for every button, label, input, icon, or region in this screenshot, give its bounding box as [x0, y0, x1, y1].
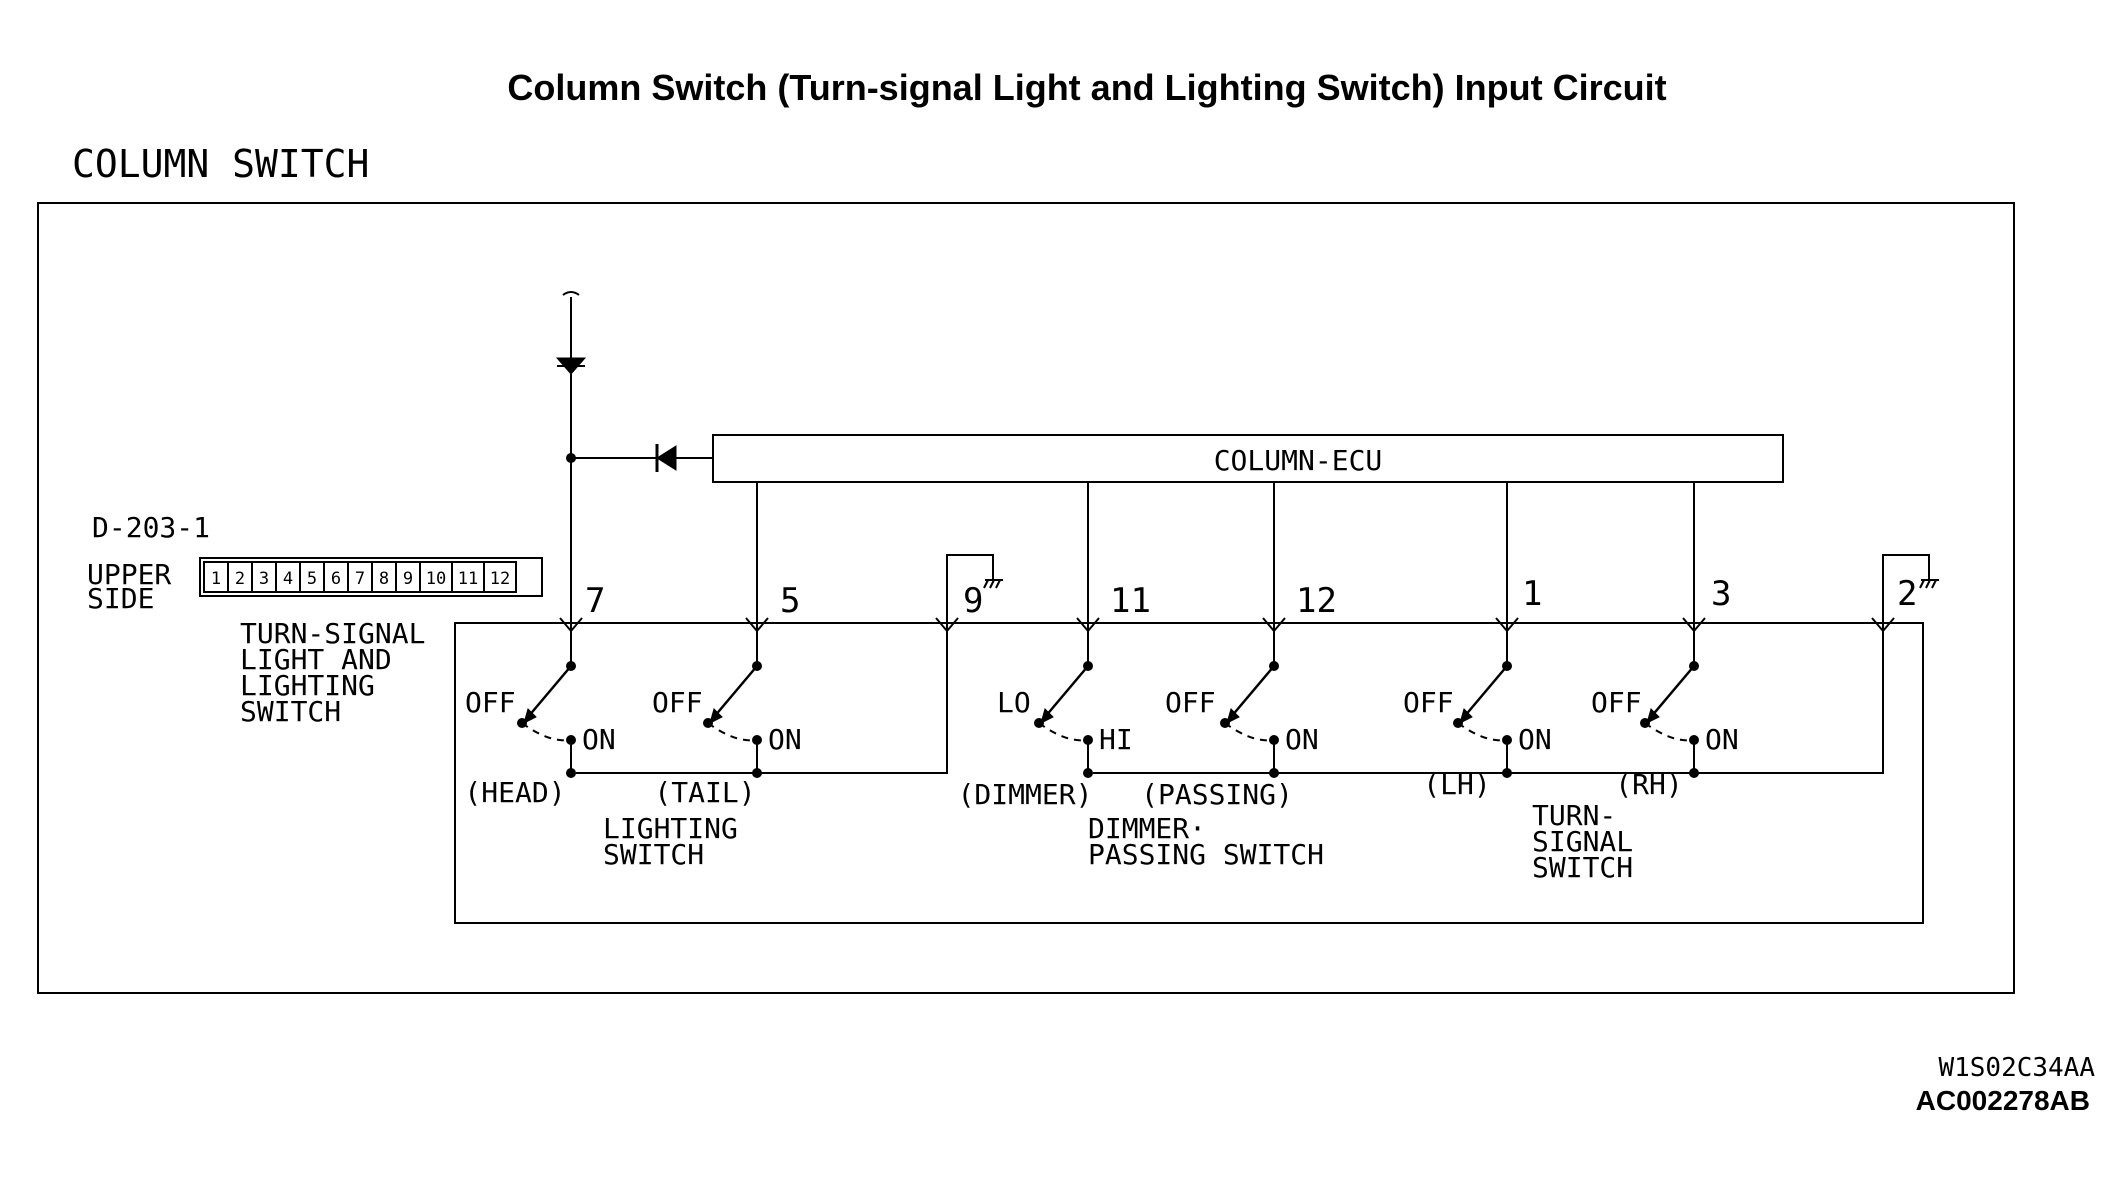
terminal-number: 7	[585, 581, 605, 621]
connector-pin-label: 7	[355, 569, 365, 589]
switch-travel-arc	[1644, 722, 1695, 742]
switch-on-label: ON	[1705, 723, 1739, 756]
switch-blade-arrow	[523, 708, 537, 724]
turn-group-line1: TURN-	[1532, 799, 1616, 832]
switch-on-label: HI	[1099, 723, 1133, 756]
switch-blade	[1230, 665, 1275, 718]
dimmer-group-line1: DIMMER·	[1088, 812, 1206, 845]
turn-group-line2: SIGNAL	[1532, 825, 1633, 858]
connector-pin-label: 9	[403, 569, 413, 589]
diagram-title: Column Switch (Turn-signal Light and Lig…	[507, 67, 1666, 108]
column-switch-frame	[37, 202, 2015, 994]
assembly-label-line2: LIGHT AND	[240, 643, 392, 676]
terminal-number: 3	[1711, 574, 1731, 614]
switch-blade-arrow	[1646, 708, 1660, 724]
terminal-number: 1	[1522, 574, 1542, 614]
bus-junction-dot	[566, 768, 576, 778]
terminal-number: 12	[1296, 581, 1337, 621]
switch-blade	[1463, 665, 1508, 718]
switches: OFF ON (HEAD) OFF ON (TAIL) LO HI(DIMMER) OFF ON (…	[464, 642, 1739, 811]
switch-blade-arrow	[1226, 708, 1240, 724]
switch-blade	[713, 665, 758, 718]
diode-icon	[656, 445, 677, 471]
connector-pin-label: 10	[426, 569, 446, 589]
turn-group-line3: SWITCH	[1532, 851, 1633, 884]
connector-pin-label: 8	[379, 569, 389, 589]
switch-off-label: OFF	[1591, 686, 1642, 719]
ground-icon-pin9	[983, 579, 1003, 589]
connector-pin-label: 5	[307, 569, 317, 589]
connector-pin-label: 6	[331, 569, 341, 589]
terminal-number: 5	[780, 581, 800, 621]
switch-blade	[527, 665, 572, 718]
switch-off-label: OFF	[1165, 686, 1216, 719]
connector-id: D-203-1	[92, 511, 210, 544]
lighting-group-line1: LIGHTING	[603, 812, 738, 845]
drawing-code: W1S02C34AA	[1938, 1053, 2095, 1083]
switch-off-label: OFF	[1403, 686, 1454, 719]
terminal-number: 9	[963, 581, 983, 621]
connector-outline	[199, 557, 543, 597]
switch-travel-arc	[521, 722, 572, 742]
section-label: COLUMN SWITCH	[72, 142, 369, 186]
switch-name-label: (PASSING)	[1141, 778, 1293, 811]
switch-assembly-box	[454, 622, 1924, 924]
figure-code: AC002278AB	[1916, 1085, 2090, 1116]
ground-icon-pin2	[1919, 579, 1939, 589]
switch-blade-arrow	[1459, 708, 1473, 724]
switch-on-label: ON	[1518, 723, 1552, 756]
turn-dimmer-return-bus	[1093, 639, 1884, 774]
switch-travel-arc	[1038, 722, 1089, 742]
switch-off-label: LO	[997, 686, 1031, 719]
switch-blade-arrow	[709, 708, 723, 724]
lighting-group-line2: SWITCH	[603, 838, 704, 871]
dimmer-group-line2: PASSING SWITCH	[1088, 838, 1324, 871]
ground-wire-pin2	[1882, 554, 1930, 615]
switch-blade-arrow	[1040, 708, 1054, 724]
switch-on-label: ON	[768, 723, 802, 756]
terminal-number: 11	[1110, 581, 1151, 621]
power-break-mark	[562, 291, 580, 296]
connector-pin-label: 3	[259, 569, 269, 589]
connector-pin-label: 1	[211, 569, 221, 589]
connector-pin-label: 2	[235, 569, 245, 589]
switch-on-label: ON	[1285, 723, 1319, 756]
ground-wire-pin9	[946, 554, 994, 615]
switch-travel-arc	[1224, 722, 1275, 742]
connector-pin-label: 11	[458, 569, 478, 589]
switch-travel-arc	[1457, 722, 1508, 742]
column-ecu-label: COLUMN-ECU	[1214, 444, 1383, 477]
connector-pin-label: 4	[283, 569, 293, 589]
bus-junction-dot	[1083, 768, 1093, 778]
switch-travel-arc	[707, 722, 758, 742]
assembly-label-line3: LIGHTING	[240, 669, 375, 702]
switch-off-label: OFF	[465, 686, 516, 719]
connector-pin-cell	[483, 561, 517, 593]
switch-on-label: ON	[582, 723, 616, 756]
assembly-label-line4: SWITCH	[240, 695, 341, 728]
connector-side-line1: UPPER	[87, 558, 171, 591]
switch-name-label: (HEAD)	[464, 776, 565, 809]
switch-off-label: OFF	[652, 686, 703, 719]
connector-pin-label: 12	[490, 569, 510, 589]
connector-side-line2: SIDE	[87, 582, 154, 615]
switch-name-label: (DIMMER)	[958, 778, 1093, 811]
switch-blade	[1044, 665, 1089, 718]
switch-blade	[1650, 665, 1695, 718]
terminal-number: 2	[1897, 574, 1917, 614]
assembly-label-line1: TURN-SIGNAL	[240, 617, 425, 650]
lighting-return-bus	[576, 639, 948, 774]
switch-name-label: (TAIL)	[654, 776, 755, 809]
